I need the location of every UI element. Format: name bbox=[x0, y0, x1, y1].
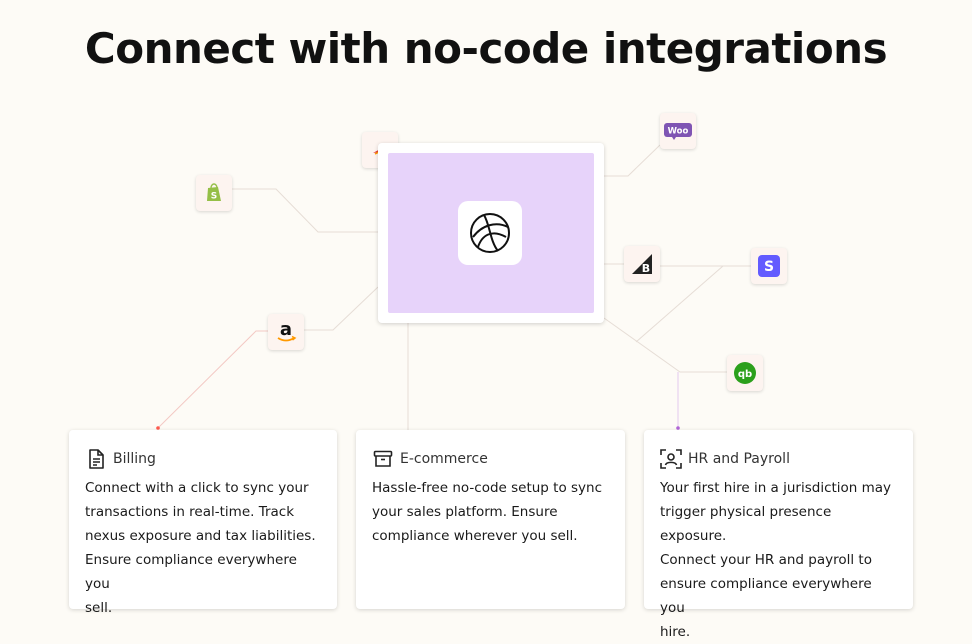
line-woo bbox=[604, 144, 661, 177]
globe-logo-icon bbox=[470, 213, 510, 253]
line-quickbooks bbox=[603, 317, 727, 373]
hr-payroll-card-text: Your first hire in a jurisdiction may tr… bbox=[660, 480, 892, 640]
bigcommerce-letter: B bbox=[642, 262, 650, 275]
quickbooks-icon: qb bbox=[734, 362, 756, 384]
hub-logo-badge bbox=[458, 201, 522, 265]
line-shopify bbox=[232, 188, 378, 233]
ecommerce-card-title: E-commerce bbox=[400, 451, 488, 467]
billing-card-title: Billing bbox=[113, 451, 156, 467]
document-icon bbox=[85, 448, 107, 470]
woo-label: Woo bbox=[668, 127, 689, 137]
shopify-icon: S bbox=[207, 183, 221, 202]
woocommerce-tile[interactable]: Woo bbox=[660, 113, 696, 149]
billing-card: Billing Connect with a click to sync you… bbox=[69, 430, 337, 616]
integration-hub bbox=[378, 143, 604, 323]
line-billing bbox=[157, 330, 268, 429]
amazon-letter: a bbox=[280, 319, 292, 340]
bigcommerce-icon: B bbox=[632, 254, 652, 275]
person-scan-icon bbox=[660, 448, 682, 470]
quickbooks-tile[interactable]: qb bbox=[727, 355, 763, 391]
hr-dot bbox=[676, 426, 680, 430]
hr-payroll-card-title: HR and Payroll bbox=[688, 451, 790, 467]
quickbooks-letters: qb bbox=[738, 369, 752, 380]
stripe-icon: S bbox=[758, 255, 780, 277]
page-title: Connect with no-code integrations bbox=[84, 24, 888, 73]
hr-payroll-card: HR and Payroll Your first hire in a juri… bbox=[644, 430, 913, 640]
hub-panel bbox=[388, 153, 594, 313]
stripe-tile[interactable]: S bbox=[751, 248, 787, 284]
line-amazon bbox=[304, 286, 379, 331]
billing-card-text: Connect with a click to sync your transa… bbox=[85, 480, 316, 616]
ecommerce-card: E-commerce Hassle-free no-code setup to … bbox=[356, 430, 625, 609]
line-stripe-diag bbox=[635, 265, 752, 343]
svg-text:S: S bbox=[211, 192, 217, 202]
stripe-letter: S bbox=[764, 259, 774, 275]
billing-dot bbox=[156, 426, 160, 430]
amazon-tile[interactable]: a bbox=[268, 314, 304, 350]
woocommerce-icon: Woo bbox=[664, 123, 692, 140]
amazon-icon: a bbox=[277, 319, 297, 342]
box-icon bbox=[372, 448, 394, 470]
bigcommerce-tile[interactable]: B bbox=[624, 246, 660, 282]
shopify-tile[interactable]: S bbox=[196, 175, 232, 211]
ecommerce-card-text: Hassle-free no-code setup to sync your s… bbox=[372, 480, 603, 544]
connector-lines bbox=[156, 144, 752, 430]
